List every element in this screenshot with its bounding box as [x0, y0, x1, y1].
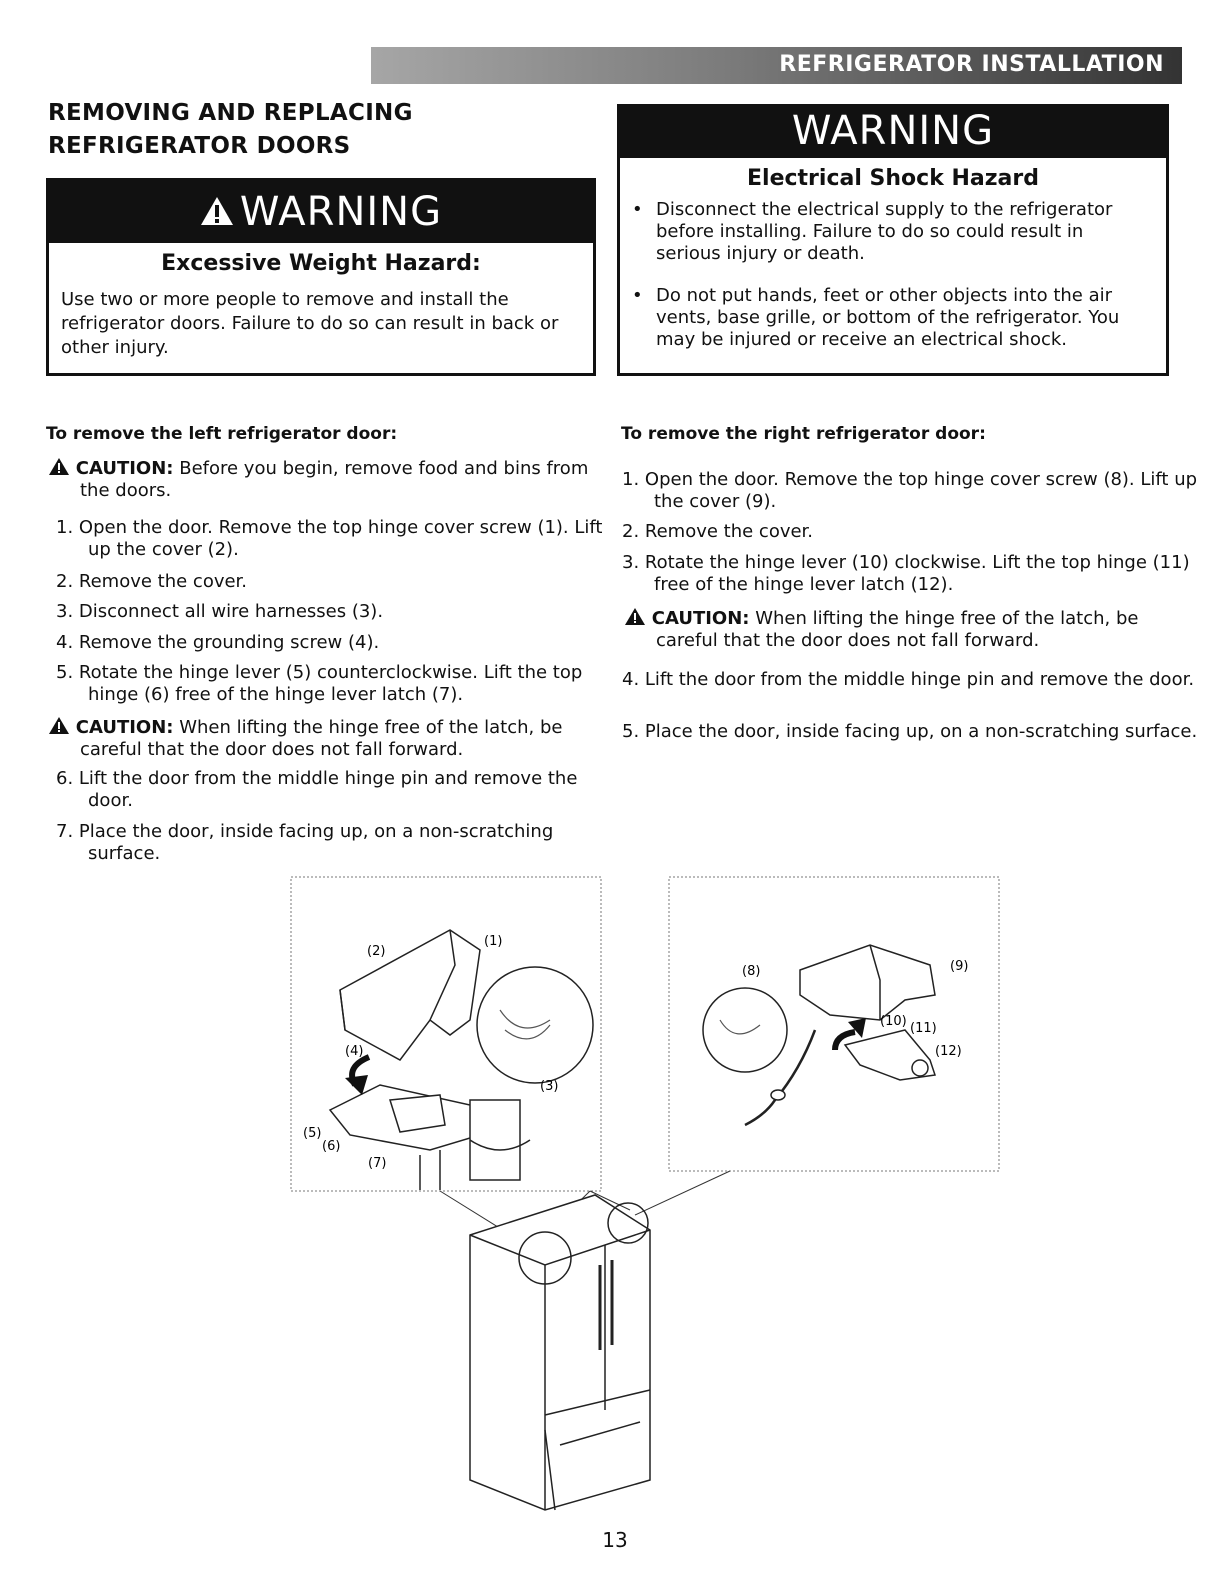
- warning-bullet-list: Disconnect the electrical supply to the …: [620, 199, 1166, 351]
- callout-label: (11): [910, 1021, 937, 1036]
- caution-note: CAUTION: When lifting the hinge free of …: [48, 716, 610, 761]
- section-banner: REFRIGERATOR INSTALLATION: [371, 47, 1182, 84]
- list-item: 2. Remove the cover.: [622, 521, 814, 542]
- caution-triangle-icon: [49, 717, 69, 734]
- warning-bullet: Disconnect the electrical supply to the …: [632, 199, 1152, 265]
- right-magnifier-circle: [702, 987, 788, 1073]
- callout-label: (4): [345, 1044, 363, 1059]
- callout-label: (2): [367, 944, 385, 959]
- warning-triangle-icon: [200, 197, 233, 225]
- callout-label: (6): [322, 1139, 340, 1154]
- warning-header: WARNING: [617, 104, 1169, 158]
- list-item: 3. Disconnect all wire harnesses (3).: [56, 601, 384, 622]
- page-title-line-1: REMOVING AND REPLACING: [48, 100, 413, 126]
- caution-text: When lifting the hinge free of the latch…: [656, 608, 1139, 651]
- list-item: 6. Lift the door from the middle hinge p…: [56, 768, 578, 811]
- right-detail-frame: [668, 876, 1000, 1172]
- leader-line: [634, 1170, 731, 1216]
- caution-note: CAUTION: Before you begin, remove food a…: [48, 457, 610, 502]
- page-title: REMOVING AND REPLACING REFRIGERATOR DOOR…: [48, 97, 568, 163]
- caution-text: Before you begin, remove food and bins f…: [80, 458, 589, 501]
- list-item: 1. Open the door. Remove the top hinge c…: [56, 517, 603, 560]
- callout-label: (12): [935, 1044, 962, 1059]
- callout-label: (3): [540, 1079, 558, 1094]
- caution-note: CAUTION: When lifting the hinge free of …: [624, 607, 1201, 652]
- caution-triangle-icon: [49, 458, 69, 475]
- page-title-line-2: REFRIGERATOR DOORS: [48, 133, 351, 159]
- list-item: 4. Remove the grounding screw (4).: [56, 632, 380, 653]
- list-item: 4. Lift the door from the middle hinge p…: [622, 669, 1195, 690]
- list-item: 5. Place the door, inside facing up, on …: [622, 721, 1198, 742]
- refrigerator-drawing: [469, 1194, 651, 1511]
- right-hinge-highlight-circle: [607, 1202, 649, 1244]
- left-door-heading: To remove the left refrigerator door:: [46, 424, 398, 444]
- arrow-head-icon: [345, 1075, 368, 1095]
- list-item: 3. Rotate the hinge lever (10) clockwise…: [622, 552, 1190, 595]
- left-hinge-cover: [339, 929, 481, 1061]
- list-item: 5. Rotate the hinge lever (5) counterclo…: [56, 662, 583, 705]
- left-hinge-assembly: [328, 1084, 531, 1190]
- list-item: 7. Place the door, inside facing up, on …: [56, 821, 554, 864]
- electrical-shock-warning: WARNING Electrical Shock Hazard Disconne…: [617, 104, 1169, 376]
- warning-subtitle: Electrical Shock Hazard: [747, 166, 1039, 191]
- callout-label: (5): [303, 1126, 321, 1141]
- weight-hazard-warning: WARNING Excessive Weight Hazard: Use two…: [46, 178, 596, 376]
- warning-body: Use two or more people to remove and ins…: [61, 289, 559, 358]
- list-item: 1. Open the door. Remove the top hinge c…: [622, 469, 1198, 512]
- leader-line: [589, 1190, 631, 1211]
- callout-label: (1): [484, 934, 502, 949]
- right-door-heading: To remove the right refrigerator door:: [621, 424, 986, 444]
- warning-title: WARNING: [239, 189, 443, 235]
- warning-header: WARNING: [49, 181, 593, 243]
- warning-bullet: Do not put hands, feet or other objects …: [632, 285, 1152, 351]
- callout-label: (9): [950, 959, 968, 974]
- left-magnifier-circle: [476, 966, 594, 1084]
- right-hinge-cover: [799, 944, 936, 1021]
- door-removal-illustration: (2) (1) (3) (4) (5) (6) (7) (8) (9) (10)…: [290, 876, 1000, 1511]
- callout-label: (10): [880, 1014, 907, 1029]
- left-hinge-highlight-circle: [518, 1231, 572, 1285]
- right-hinge-assembly: [843, 1029, 936, 1081]
- rotate-arrow-icon: [832, 1029, 856, 1051]
- callout-label: (8): [742, 964, 760, 979]
- caution-triangle-icon: [625, 608, 645, 625]
- page-number: 13: [602, 1528, 628, 1552]
- warning-subtitle: Excessive Weight Hazard:: [161, 251, 481, 276]
- caution-text: When lifting the hinge free of the latch…: [80, 717, 563, 760]
- section-banner-title: REFRIGERATOR INSTALLATION: [779, 52, 1164, 77]
- caution-label: CAUTION:: [75, 458, 174, 479]
- caution-label: CAUTION:: [651, 608, 750, 629]
- caution-label: CAUTION:: [75, 717, 174, 738]
- arrow-head-icon: [848, 1018, 866, 1038]
- callout-label: (7): [368, 1156, 386, 1171]
- list-item: 2. Remove the cover.: [56, 571, 248, 592]
